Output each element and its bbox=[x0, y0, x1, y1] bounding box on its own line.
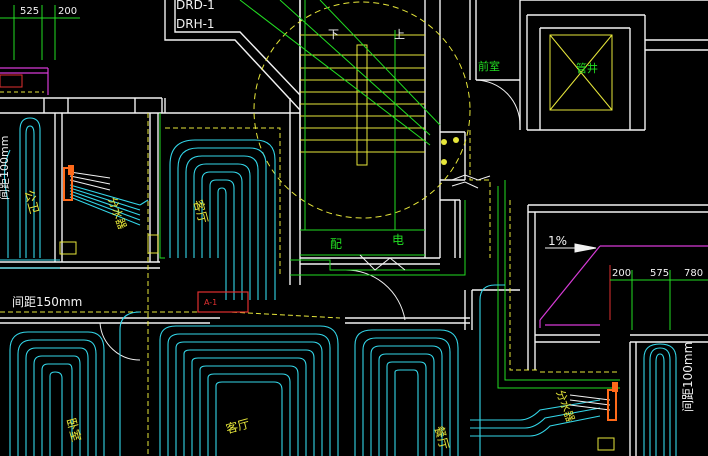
red-tag-label: A-1 bbox=[204, 298, 217, 307]
stair bbox=[239, 0, 471, 256]
slope-marker bbox=[545, 243, 597, 253]
dim-525: 525 bbox=[20, 6, 39, 17]
yellow-dashed-boundaries bbox=[0, 113, 620, 456]
spacing-label-left: 间距150mm bbox=[12, 295, 82, 309]
dim-575-right: 575 bbox=[650, 268, 669, 279]
room-label-living-right: 餐厅 bbox=[432, 424, 453, 451]
room-label-living-main: 客厅 bbox=[191, 198, 212, 225]
stair-up-label: 上 bbox=[394, 28, 405, 41]
magenta-lines-left bbox=[0, 67, 49, 95]
manifold-left bbox=[69, 171, 111, 191]
room-label-front-room: 前室 bbox=[478, 59, 500, 73]
small-red-box-left bbox=[0, 74, 23, 88]
elec-label-left: 配 bbox=[330, 237, 342, 251]
room-label-living-lower: 客厅 bbox=[224, 416, 251, 437]
tag-drd: DRD-1 bbox=[176, 0, 215, 12]
magenta-lines-right bbox=[539, 245, 708, 328]
top-left-dimensions bbox=[0, 5, 80, 60]
spacing-label-right: 间距100mm bbox=[681, 342, 695, 412]
room-label-public-wc: 公卫 bbox=[22, 188, 42, 215]
stair-down-label: 下 bbox=[328, 28, 339, 41]
manifold-left-handle bbox=[68, 165, 74, 175]
right-dimensions bbox=[610, 270, 708, 330]
spacing-label-left-top: 间距100mm bbox=[0, 136, 11, 200]
dim-200-right: 200 bbox=[612, 268, 631, 279]
manifold-right bbox=[569, 394, 611, 411]
heating-coils bbox=[0, 117, 677, 456]
slope-label: 1% bbox=[548, 234, 567, 248]
door-swings bbox=[99, 79, 521, 361]
red-tag-box bbox=[197, 291, 249, 313]
elec-label-right: 电 bbox=[392, 233, 404, 247]
tag-drh: DRH-1 bbox=[176, 17, 215, 31]
device-boxes bbox=[59, 234, 615, 451]
manifold-right-handle bbox=[612, 382, 618, 392]
shaft-box bbox=[549, 34, 613, 111]
door-fixtures bbox=[359, 137, 491, 271]
green-pipes bbox=[159, 113, 620, 389]
dim-200-top: 200 bbox=[58, 6, 77, 17]
room-label-bedroom: 卧室 bbox=[64, 416, 85, 443]
collector-label-right: 分水器 bbox=[553, 388, 577, 423]
dim-780-right: 780 bbox=[684, 268, 703, 279]
room-label-shaft: 管井 bbox=[576, 61, 598, 75]
